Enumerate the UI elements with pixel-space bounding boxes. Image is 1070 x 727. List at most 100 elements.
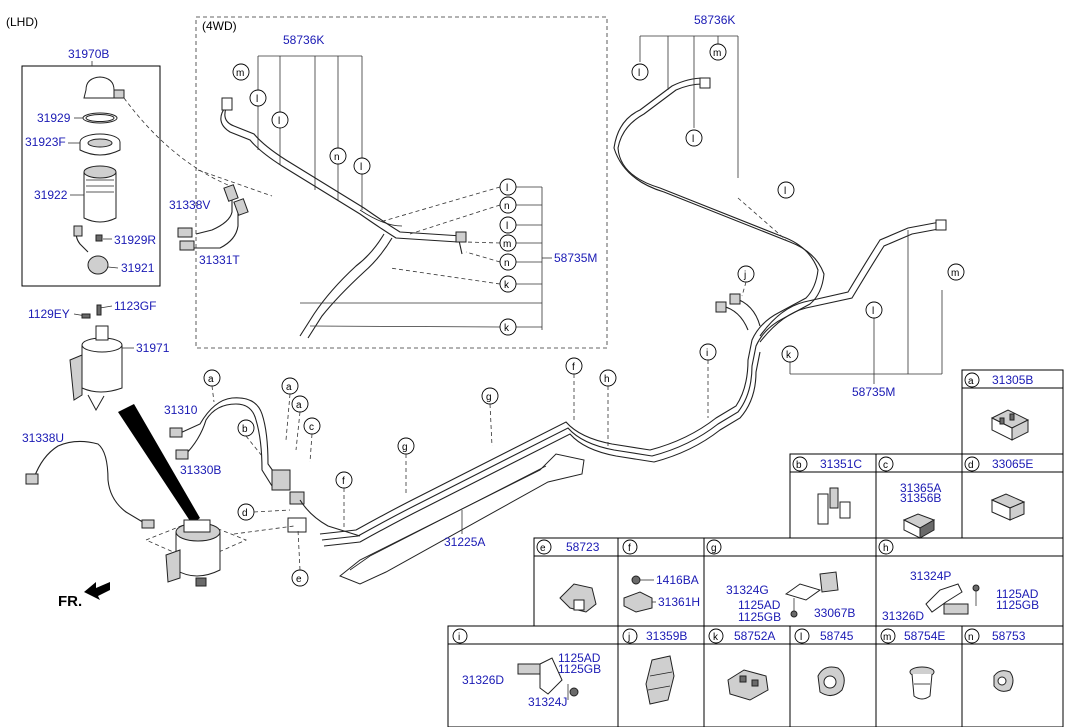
callout-l: l (256, 94, 258, 105)
part-31971: 31971 (136, 341, 170, 355)
rear-lines-labels: 58736K 58735M (639, 13, 943, 399)
callout-a: a (208, 374, 214, 385)
table-cell-k: k 58752A (708, 628, 775, 701)
cell-letter: j (627, 632, 630, 643)
cell-letter: d (968, 460, 974, 471)
part-31922: 31922 (34, 188, 68, 202)
parts-table: a 31305B b 31351C c 31365A 31356B (447, 369, 1064, 727)
fuel-filter-assembly: 31970B 31929 31923F 31922 31929R 31921 (21, 47, 161, 287)
part-31331T: 31331T (199, 253, 240, 267)
table-cell-l: l 58745 (794, 628, 854, 696)
table-cell-n: n 58753 (964, 628, 1026, 692)
callout-f: f (572, 362, 575, 373)
part-31970B: 31970B (68, 47, 109, 61)
part-31929: 31929 (37, 111, 71, 125)
cell-part: 58752A (734, 629, 775, 643)
hose-31338U: 31338U (22, 431, 155, 529)
cell-part: 31361H (658, 595, 700, 609)
callout-g: g (486, 392, 492, 403)
water-sensor (87, 255, 109, 275)
part-31923F: 31923F (25, 135, 66, 149)
cell-part: 1125GB (738, 610, 781, 624)
part-31330B: 31330B (180, 463, 221, 477)
table-cell-f: f 1416BA 31361H (622, 539, 700, 613)
cell-part: 31324J (528, 695, 567, 709)
callout-i: i (706, 348, 708, 359)
part-58735M-left: 58735M (554, 251, 597, 265)
callout-d: d (242, 508, 248, 519)
feed-lines: 31310 31330B (164, 397, 361, 537)
callout-n: n (334, 152, 340, 163)
part-58736K-left: 58736K (283, 33, 324, 47)
part-31338U: 31338U (22, 431, 64, 445)
callout-m: m (713, 48, 721, 59)
table-cell-g: g 31324G 1125AD 1125GB 33067B (706, 539, 855, 624)
table-cell-b: b 31351C (792, 456, 862, 525)
front-direction-indicator: FR. (58, 582, 110, 610)
cell-letter: i (458, 632, 460, 643)
cell-part: 31326D (882, 609, 924, 623)
callout-f: f (342, 476, 345, 487)
cell-part: 58753 (992, 629, 1026, 643)
callout-b: b (242, 424, 248, 435)
cell-letter: k (713, 632, 719, 643)
filter-head (83, 76, 117, 99)
part-1129EY: 1129EY (28, 307, 70, 321)
cell-part: 31356B (900, 491, 941, 505)
cell-part: 1125GB (558, 662, 601, 676)
cell-letter: c (883, 460, 888, 471)
cell-letter: f (628, 543, 631, 554)
table-cell-j: j 31359B (622, 628, 687, 705)
callout-l: l (506, 221, 508, 232)
diagram-callouts: m l l n l l n l m n k k m l l l m l k j … (203, 43, 965, 587)
callout-l: l (278, 116, 280, 127)
table-cell-c: c 31365A 31356B (878, 456, 941, 539)
filter-bracket: 1129EY 1123GF 31971 (28, 299, 170, 412)
table-cell-i: i 1125AD 1125GB 31326D 31324J (452, 628, 601, 709)
cell-part: 31359B (646, 629, 687, 643)
part-31310: 31310 (164, 403, 198, 417)
cell-part: 1125AD (738, 598, 781, 612)
cell-part: 58745 (820, 629, 854, 643)
callout-m: m (503, 239, 511, 250)
cell-letter: b (796, 460, 802, 471)
cell-part: 58723 (566, 540, 600, 554)
cell-letter: a (968, 376, 974, 387)
cell-part: 1125GB (996, 598, 1039, 612)
cell-letter: e (540, 543, 546, 554)
part-1123GF: 1123GF (114, 299, 156, 313)
table-cell-h: h 31324P 1125AD 1125GB 31326D (878, 539, 1039, 623)
part-58735M-right: 58735M (852, 385, 895, 399)
cell-part: 33065E (992, 457, 1033, 471)
callout-k: k (786, 350, 792, 361)
callout-l: l (872, 306, 874, 317)
protector-31225A: 31225A (339, 453, 585, 585)
cell-letter: n (968, 632, 974, 643)
cell-part: 58754E (904, 629, 945, 643)
part-31929R: 31929R (114, 233, 156, 247)
cell-letter: m (883, 632, 891, 643)
callout-k: k (504, 323, 510, 334)
callout-h: h (604, 374, 610, 385)
cell-part: 31326D (462, 673, 504, 687)
cell-part: 1125AD (996, 587, 1039, 601)
fuel-pump-unit (144, 519, 248, 587)
direction-label: FR. (58, 593, 82, 610)
callout-a: a (286, 382, 292, 393)
callout-l: l (506, 183, 508, 194)
group-4wd-box (195, 16, 608, 349)
callout-n: n (504, 258, 510, 269)
drain-plug (95, 234, 103, 242)
callout-m: m (951, 268, 959, 279)
table-cell-e: e 58723 (536, 539, 600, 613)
filter-assembly-box (21, 65, 161, 287)
part-31921: 31921 (121, 261, 155, 275)
part-31338V: 31338V (169, 198, 210, 212)
callout-l: l (360, 162, 362, 173)
callout-c: c (309, 422, 314, 433)
callout-l: l (784, 186, 786, 197)
callout-e: e (296, 574, 302, 585)
cell-letter: g (711, 543, 717, 554)
main-fuel-lines (319, 77, 947, 547)
